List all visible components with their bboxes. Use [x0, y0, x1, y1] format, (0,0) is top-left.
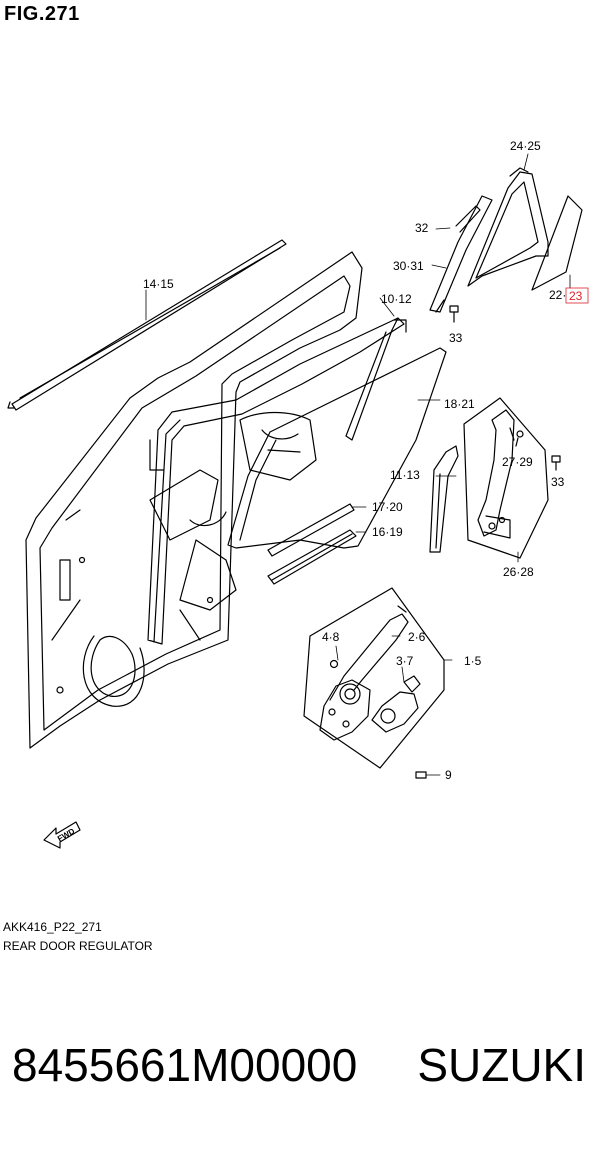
callout-1-5: 1·5 [464, 654, 482, 668]
callout-24-25: 24·25 [510, 139, 541, 153]
bolt-27-29 [515, 430, 524, 447]
screw-33-upper [449, 305, 459, 323]
part-number: 8455661M00000 [12, 1039, 358, 1091]
callout-18-21: 18·21 [444, 397, 475, 411]
rear-sash [429, 195, 493, 313]
callout-30-31: 30·31 [393, 259, 424, 273]
quarter-glass [531, 195, 583, 291]
callout-11-13: 11·13 [390, 468, 420, 482]
inner-weatherstrip [267, 503, 355, 557]
fwd-arrow-icon [43, 821, 81, 849]
brand-name: SUZUKI [417, 1039, 586, 1091]
rear-door-regulator-diagram: 24·25 32 30·31 22· 23 14·15 10·12 33 18·… [7, 139, 589, 849]
glass-run-group [463, 397, 549, 559]
bolt-33-lower [551, 455, 561, 471]
callout-2-6: 2·6 [408, 630, 426, 644]
callout-4-8: 4·8 [322, 630, 340, 644]
callout-14-15: 14·15 [143, 277, 174, 291]
window-regulator-assembly [303, 587, 445, 769]
highlight-box [565, 287, 589, 304]
callout-10-12: 10·12 [381, 292, 412, 306]
quarter-glass-frame [467, 167, 549, 287]
figure-title: FIG.271 [4, 3, 80, 25]
callout-22: 22· [549, 288, 566, 302]
callout-23: 23 [569, 289, 583, 303]
door-sash-channel [147, 317, 407, 645]
callout-27-29: 27·29 [502, 455, 533, 469]
door-panel [25, 251, 363, 749]
figure-caption: REAR DOOR REGULATOR [3, 939, 153, 953]
rear-sash-channel [429, 445, 459, 553]
callout-3-7: 3·7 [396, 654, 414, 668]
figure-code: AKK416_P22_271 [3, 920, 102, 934]
callout-16-19: 16·19 [372, 525, 403, 539]
bolt-9 [415, 771, 441, 779]
callout-9: 9 [445, 768, 452, 782]
callout-33-upper: 33 [449, 331, 463, 345]
callout-26-28: 26·28 [503, 565, 534, 579]
callout-32: 32 [415, 221, 429, 235]
callout-33-lower: 33 [551, 475, 565, 489]
door-glass [227, 347, 447, 549]
outer-belt-moulding [7, 239, 287, 411]
belt-weatherstrip [267, 529, 357, 585]
callout-17-20: 17·20 [372, 500, 403, 514]
